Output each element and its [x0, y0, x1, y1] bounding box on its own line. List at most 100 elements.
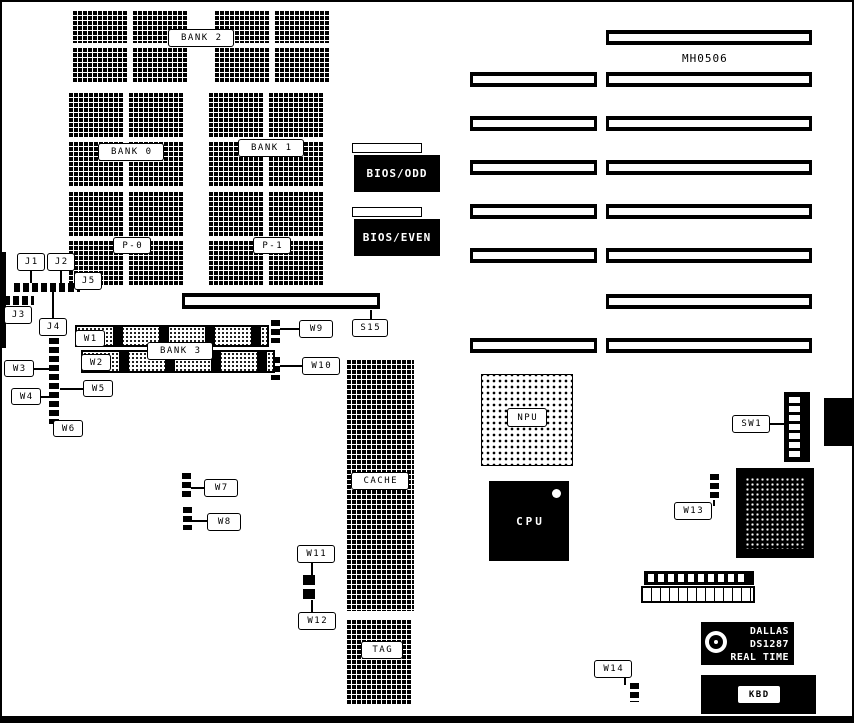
expansion-slot [606, 160, 812, 175]
dram-chip [72, 10, 128, 43]
dip-switch-sw1 [784, 392, 810, 462]
jumper-label-j5: J5 [74, 272, 102, 290]
expansion-slot [470, 72, 597, 87]
rtc-type: REAL TIME [730, 652, 789, 663]
expansion-slot [470, 160, 597, 175]
pointer-line [34, 368, 49, 370]
jumper-block [4, 296, 34, 305]
jumper-block [271, 320, 280, 343]
expansion-slot [470, 116, 597, 131]
clock-icon [705, 631, 727, 653]
bank2-label: BANK 2 [168, 29, 234, 47]
jumper-label-w10: W10 [302, 357, 340, 375]
pointer-line [52, 292, 54, 318]
jumper-label-w5: W5 [83, 380, 113, 397]
dram-chip [274, 10, 330, 43]
kbd-label: KBD [736, 685, 781, 704]
dram-chip [208, 191, 264, 236]
bios-socket [352, 143, 422, 153]
dram-chip [128, 92, 184, 137]
jumper-block [14, 283, 80, 292]
expansion-slot [606, 116, 812, 131]
tag-label: TAG [361, 641, 403, 659]
rtc-brand: DALLAS [749, 626, 789, 637]
bios-odd-chip: BIOS/ODD [354, 155, 440, 192]
pointer-line [370, 310, 372, 320]
expansion-slot [470, 338, 597, 353]
jumper-label-w2: W2 [81, 354, 111, 371]
expansion-slot [606, 72, 812, 87]
dram-chip [68, 92, 124, 137]
bank0-label: BANK 0 [98, 143, 164, 161]
pointer-line [192, 520, 207, 522]
rtc-chip: DALLAS DS1287 REAL TIME [701, 622, 794, 665]
pointer-line [280, 328, 299, 330]
pointer-line [770, 423, 784, 425]
jumper-label-j4: J4 [39, 318, 67, 336]
pointer-line [311, 563, 313, 575]
bank1-label: BANK 1 [238, 139, 304, 157]
pointer-line [713, 500, 715, 506]
cpu-chip: CPU [489, 481, 569, 561]
pointer-line [311, 600, 313, 612]
dram-chip [132, 10, 188, 43]
pin-header [644, 571, 754, 585]
jumper-label-w12: W12 [298, 612, 336, 630]
npu-label: NPU [507, 408, 547, 427]
cpu-pin1-dot [552, 489, 561, 498]
board-edge-bar [2, 716, 852, 721]
expansion-slot [606, 294, 812, 309]
slot-s15 [182, 293, 380, 309]
pointer-line [41, 396, 49, 398]
expansion-slot [470, 204, 597, 219]
bank3-label: BANK 3 [147, 342, 213, 360]
pin-header-lower [641, 586, 755, 603]
jumper-block [182, 473, 191, 498]
bios-socket [352, 207, 422, 217]
jumper-label-w11: W11 [297, 545, 335, 563]
jumper-label-w4: W4 [11, 388, 41, 405]
board-model-label: MH0506 [682, 52, 728, 65]
dram-chip [274, 47, 330, 83]
pointer-line [30, 271, 32, 283]
rtc-part: DS1287 [749, 639, 789, 650]
jumper-label-w13: W13 [674, 502, 712, 520]
pointer-line [60, 388, 83, 390]
jumper-label-w14: W14 [594, 660, 632, 678]
jumper-block [271, 357, 280, 380]
pointer-line [60, 271, 62, 283]
keyboard-controller-chip [736, 468, 814, 558]
jumper-block [710, 474, 719, 500]
p0-label: P-0 [113, 237, 151, 254]
dram-chip [208, 92, 264, 137]
dram-chip [68, 141, 124, 187]
jumper-block [49, 338, 59, 424]
p1-label: P-1 [253, 237, 291, 254]
dram-chip [208, 240, 264, 286]
expansion-slot [606, 30, 812, 45]
dram-chip [128, 191, 184, 236]
jumper-block [630, 683, 639, 702]
jumper-label-w1: W1 [75, 330, 105, 347]
dram-chip [268, 191, 324, 236]
tag-array [346, 619, 412, 705]
pointer-line [280, 365, 302, 367]
jumper-block [183, 507, 192, 530]
dram-chip [214, 47, 270, 83]
jumper-block [303, 575, 315, 600]
expansion-slot [470, 248, 597, 263]
sw1-label: SW1 [732, 415, 770, 433]
cpu-label: CPU [516, 514, 545, 528]
jumper-label-w8: W8 [207, 513, 241, 531]
keyboard-connector [824, 398, 852, 446]
jumper-label-w6: W6 [53, 420, 83, 437]
dram-chip [72, 47, 128, 83]
expansion-slot [606, 248, 812, 263]
cache-label: CACHE [351, 472, 409, 490]
pointer-line [624, 678, 626, 685]
kbd-chip: KBD [701, 675, 816, 714]
dram-chip [68, 191, 124, 236]
pointer-line [191, 487, 204, 489]
dram-chip [132, 47, 188, 83]
expansion-slot [606, 338, 812, 353]
